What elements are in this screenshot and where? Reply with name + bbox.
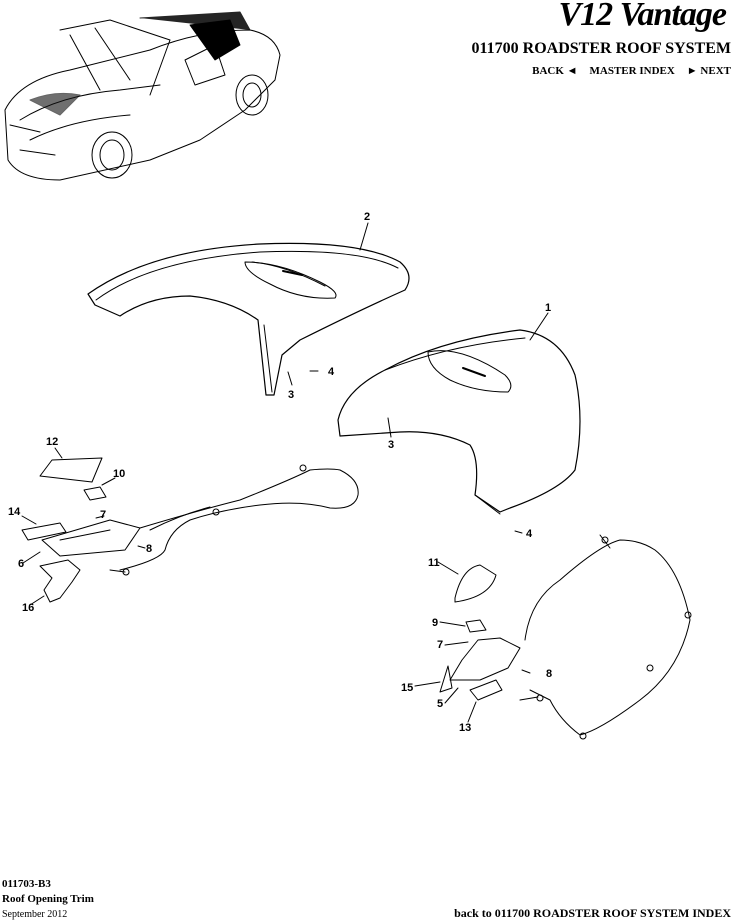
callout-11: 11 — [428, 557, 440, 569]
callout-6: 6 — [18, 558, 24, 570]
callout-3: 3 — [288, 389, 294, 401]
callout-8: 8 — [546, 668, 552, 680]
callout-4: 4 — [328, 366, 335, 378]
callout-5: 5 — [437, 698, 443, 710]
brand-logo: V12 Vantage — [536, 0, 732, 36]
page-date: September 2012 — [2, 909, 68, 920]
callout-7: 7 — [437, 639, 443, 651]
callout-10: 10 — [113, 468, 125, 480]
callout-8: 8 — [146, 543, 152, 555]
page-code: 011703-B3 — [2, 878, 51, 890]
callout-14: 14 — [8, 506, 21, 518]
callout-2: 2 — [364, 211, 370, 223]
nav-links: BACK ◄ MASTER INDEX ► NEXT — [532, 65, 731, 77]
left-hinge-assembly — [21, 457, 359, 603]
right-hinge-assembly — [439, 534, 692, 740]
section-title: 011700 ROADSTER ROOF SYSTEM — [471, 40, 731, 57]
brand-logo-text: V12 Vantage — [558, 0, 727, 33]
back-link[interactable]: BACK ◄ — [532, 65, 578, 77]
roof-trim-panel-upper — [87, 242, 410, 396]
car-illustration — [4, 11, 281, 181]
callout-1: 1 — [545, 302, 551, 314]
master-index-link[interactable]: MASTER INDEX — [589, 65, 675, 77]
callout-16: 16 — [22, 602, 34, 614]
back-to-index-link[interactable]: back to 011700 ROADSTER ROOF SYSTEM INDE… — [454, 906, 731, 920]
roof-trim-panel-lower — [337, 329, 581, 515]
callout-4: 4 — [526, 528, 533, 540]
callout-13: 13 — [459, 722, 471, 734]
page-title: Roof Opening Trim — [2, 893, 94, 905]
callout-7: 7 — [100, 509, 106, 521]
callout-3: 3 — [388, 439, 394, 451]
next-link[interactable]: ► NEXT — [686, 65, 731, 77]
callout-12: 12 — [46, 436, 58, 448]
callout-15: 15 — [401, 682, 413, 694]
callout-9: 9 — [432, 617, 438, 629]
